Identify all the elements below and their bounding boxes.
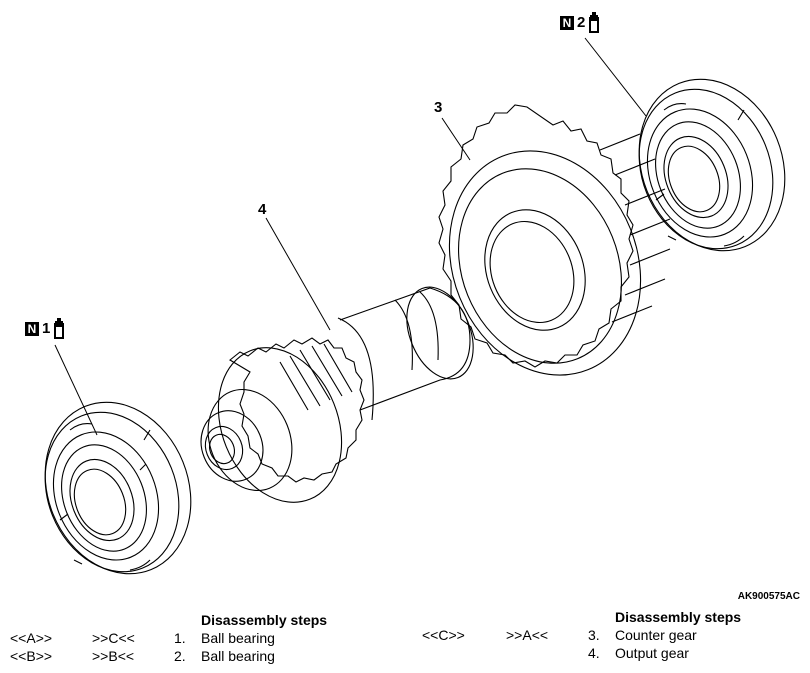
step-label: Ball bearing [201,630,275,646]
callout-3: 3 [434,100,442,116]
grease-can-icon [54,318,65,339]
step-code-b: >>C<< [92,630,135,646]
step-number: 4. [588,645,600,661]
step-row: <<A>> >>C<< 1. Ball bearing [10,630,400,648]
callout-number: 1 [42,320,51,337]
steps-heading: Disassembly steps [615,609,742,625]
step-label: Counter gear [615,627,697,643]
step-number: 1. [174,630,186,646]
steps-heading: Disassembly steps [201,612,328,628]
step-number: 2. [174,648,186,664]
step-number: 3. [588,627,600,643]
ball-bearing-right [638,78,786,252]
figure-code: AK900575AC [737,591,800,602]
exploded-view-drawing [44,37,786,575]
step-code-a: <<A>> [10,630,53,646]
disassembly-steps-left: Disassembly steps <<A>> >>C<< 1. Ball be… [10,612,400,672]
callout-number: 4 [258,201,267,218]
step-row: <<B>> >>B<< 2. Ball bearing [10,648,400,666]
step-label: Ball bearing [201,648,275,664]
ball-bearing-left [44,401,192,575]
leader-lines [54,37,647,436]
grease-can-icon [589,12,600,33]
callout-4: 4 [258,202,266,218]
step-code-a: <<C>> [422,627,465,643]
step-label: Output gear [615,645,689,661]
step-code-a: <<B>> [10,648,53,664]
step-row: 4. Output gear [422,645,802,663]
new-part-badge: N [560,16,574,30]
step-code-b: >>A<< [506,627,549,643]
callout-number: 3 [434,99,443,116]
new-part-badge: N [25,322,39,336]
step-row: <<C>> >>A<< 3. Counter gear [422,627,802,645]
output-gear-shaft [200,286,474,503]
disassembly-steps-right: Disassembly steps <<C>> >>A<< 3. Counter… [422,609,802,669]
callout-number: 2 [577,14,586,31]
step-code-b: >>B<< [92,648,135,664]
counter-gear [438,104,671,376]
